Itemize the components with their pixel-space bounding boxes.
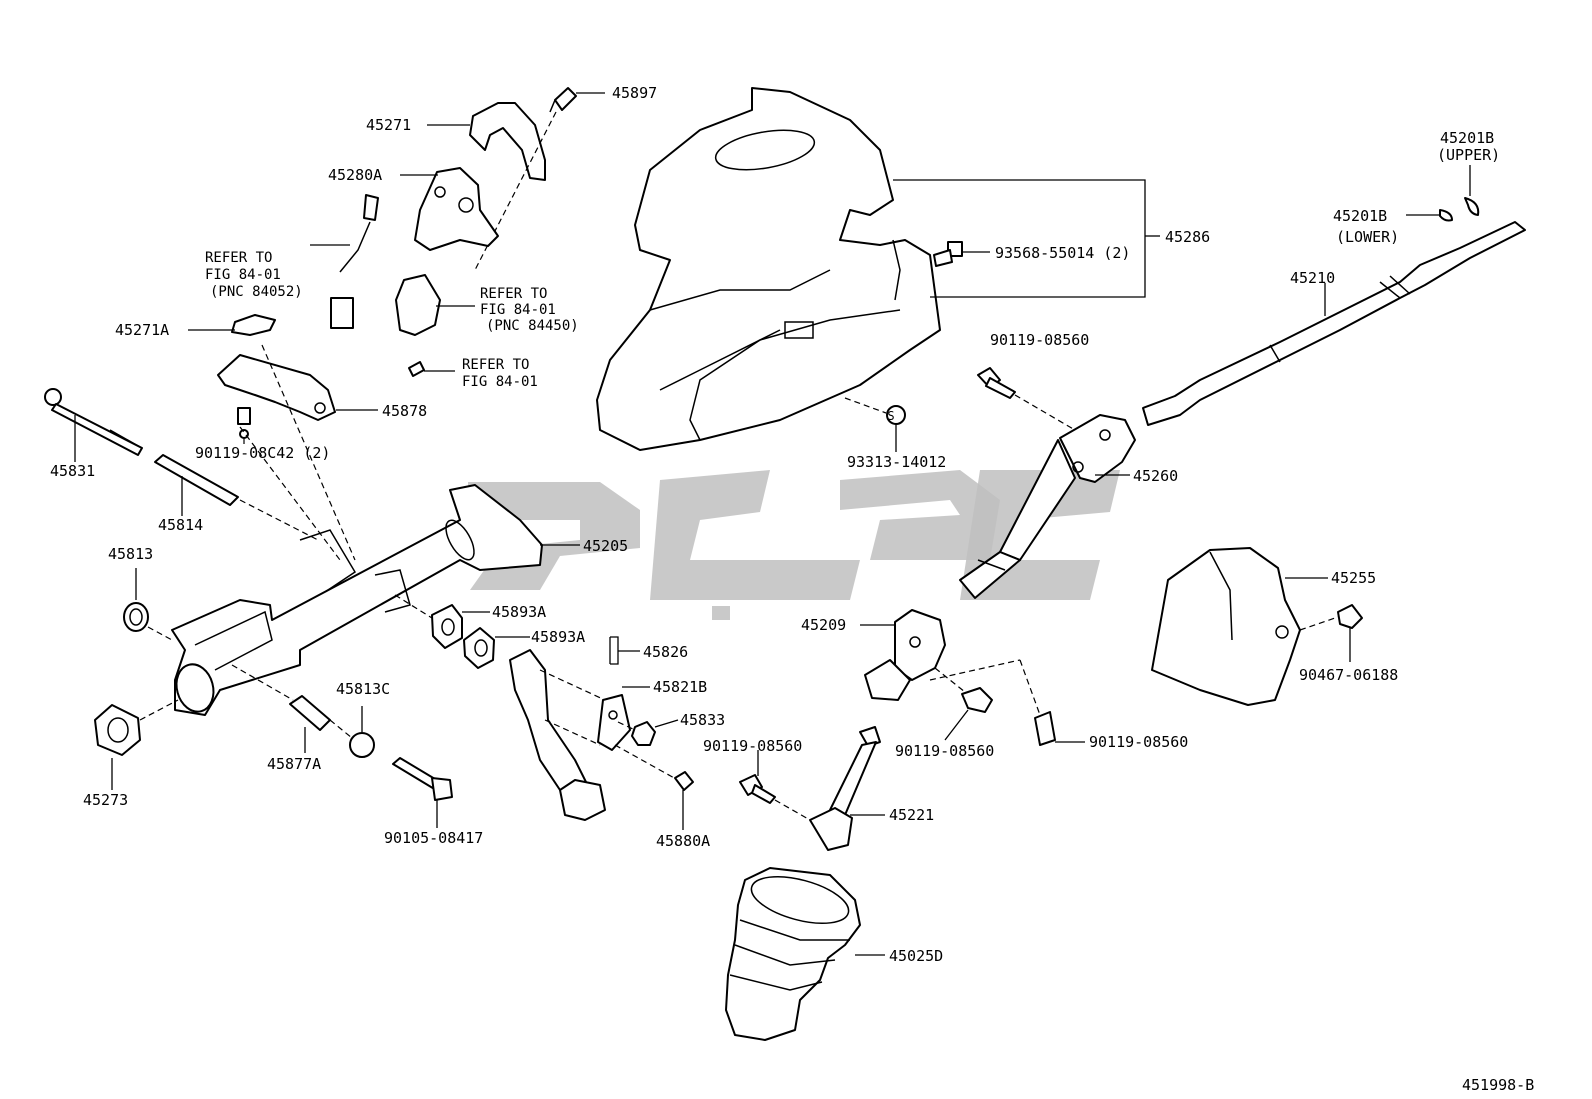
label-45821B: 45821B [653,678,707,696]
label-45201B-upper: 45201B [1440,129,1494,147]
lock-housing-45280A [414,167,499,251]
label-93568: 93568-55014 (2) [995,244,1130,262]
bracket-45878 [217,354,336,421]
bolt-90119-lower-icon [739,774,776,804]
bolt-45897-icon [549,87,577,113]
clip-45271A [231,314,276,336]
label-45221: 45221 [889,806,934,824]
label-90105: 90105-08417 [384,829,483,847]
switch-assembly-icon [395,274,441,336]
label-45813: 45813 [108,545,153,563]
nut-45273 [94,704,141,756]
label-45271: 45271 [366,116,411,134]
screw-93568-icon [933,241,963,267]
sensor-connector-icon [330,194,379,329]
label-45813C: 45813C [336,680,390,698]
label-45826: 45826 [643,643,688,661]
label-90119-08C42: 90119-08C42 (2) [195,444,330,462]
label-90119-r2: 90119-08560 [1089,733,1188,751]
label-refer2-a: REFER TO [480,286,547,302]
damper-45893A-2 [463,627,495,669]
label-45260: 45260 [1133,467,1178,485]
label-45831: 45831 [50,462,95,480]
label-45201B-lower: 45201B [1333,207,1387,225]
bolt-90119-right-icon [1034,711,1056,746]
label-45210: 45210 [1290,269,1335,287]
clip-90467-icon [1337,604,1363,629]
snap-ring-lower [1439,209,1453,222]
label-93313: 93313-14012 [847,453,946,471]
label-90467: 90467-06188 [1299,666,1398,684]
label-45209: 45209 [801,616,846,634]
label-90119-top: 90119-08560 [990,331,1089,349]
bushing-45813 [123,602,149,632]
label-45833: 45833 [680,711,725,729]
bolt-90119-mid-icon [961,687,993,713]
bolt-90119-top-icon [977,367,1016,399]
pin-45877A [289,695,331,731]
label-refer1-c: (PNC 84052) [210,284,303,300]
tilt-lever-45826 [509,649,606,821]
label-refer2-c: (PNC 84450) [486,318,579,334]
label-refer1-a: REFER TO [205,250,272,266]
u-joint-45209 [864,609,946,701]
bolt-90105-icon [392,757,453,801]
label-45878: 45878 [382,402,427,420]
label-45814: 45814 [158,516,203,534]
clip-45813C [349,732,375,758]
label-45025D: 45025D [889,947,943,965]
label-45280A: 45280A [328,166,382,184]
boot-45025D [725,867,861,1041]
label-refer3-a: REFER TO [462,357,529,373]
bolt-45880A-icon [674,771,694,791]
yoke-shaft-45221 [809,726,881,851]
label-s-mark: S [887,409,894,423]
bolt-08C42-icon [237,407,251,439]
label-refer3-b: FIG 84-01 [462,374,538,390]
intermediate-shaft-45260 [959,414,1136,599]
lock-bracket-45271 [469,102,546,181]
plate-45821B [597,694,631,751]
cover-45255 [1151,547,1301,706]
nut-45833 [631,721,656,746]
label-45893A-2: 45893A [531,628,585,646]
label-45893A-1: 45893A [492,603,546,621]
long-bolt-45831 [44,388,143,456]
damper-45893A-1 [431,604,463,649]
label-45271A: 45271A [115,321,169,339]
column-cover-45286 [596,87,941,451]
label-90119-mid: 90119-08560 [703,737,802,755]
label-45255: 45255 [1331,569,1376,587]
label-45205: 45205 [583,537,628,555]
main-shaft-45210 [1142,221,1526,426]
label-refer2-b: FIG 84-01 [480,302,556,318]
label-45273: 45273 [83,791,128,809]
pin-45814 [154,454,239,506]
small-screw-icon [408,361,425,377]
figure-id: 451998-B [1462,1076,1534,1094]
label-lower-note: (LOWER) [1336,228,1399,246]
snap-ring-upper [1464,197,1480,216]
label-45286: 45286 [1165,228,1210,246]
label-45897: 45897 [612,84,657,102]
label-upper-note: (UPPER) [1437,146,1500,164]
label-refer1-b: FIG 84-01 [205,267,281,283]
column-tube-45205 [171,484,543,716]
label-90119-r1: 90119-08560 [895,742,994,760]
label-45880A: 45880A [656,832,710,850]
label-45877A: 45877A [267,755,321,773]
